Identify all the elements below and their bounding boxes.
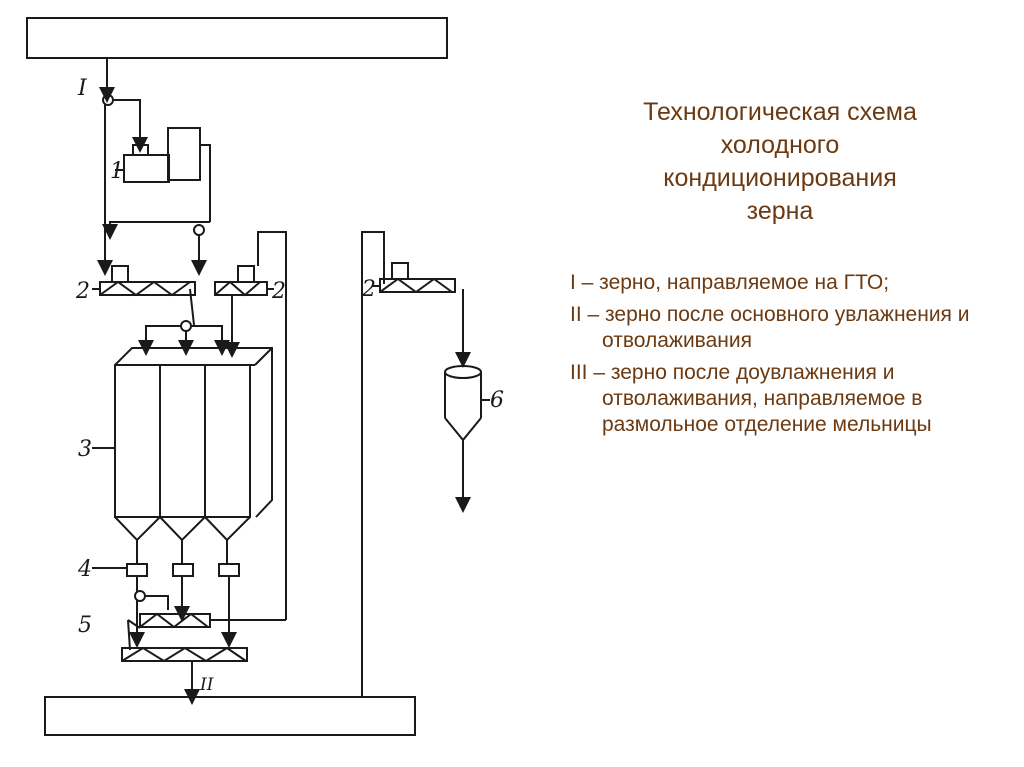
legend-item-III: III – зерно после доувлажнения и отволаж…: [570, 361, 932, 436]
label-3: 3: [78, 437, 92, 462]
label-I: I: [77, 76, 88, 101]
legend: I – зерно, направляемое на ГТО; II – зер…: [570, 270, 990, 444]
valve-top: [102, 94, 114, 106]
label-II: II: [199, 675, 214, 695]
label-2-mid: 2: [271, 279, 286, 304]
label-2-left: 2: [75, 279, 90, 304]
label-5: 5: [78, 613, 92, 638]
title-line-3: кондиционирования: [663, 164, 897, 192]
lower-floor: [44, 696, 416, 736]
upper-floor: [26, 17, 448, 59]
title-line-4: зерна: [746, 197, 814, 225]
label-6: 6: [490, 388, 504, 413]
silos-3: [114, 347, 273, 542]
vessel-6: [444, 365, 482, 442]
feeder-4b: [172, 563, 194, 577]
title-line-2: холодного: [720, 131, 840, 159]
label-1: 1: [110, 159, 124, 184]
feeder-4a: [126, 563, 148, 577]
legend-item-II: II – зерно после основного увлажнения и …: [570, 303, 970, 352]
title-line-1: Технологическая схема: [643, 98, 917, 126]
legend-item-I: I – зерно, направляемое на ГТО;: [570, 271, 890, 294]
feeder-4c: [218, 563, 240, 577]
slide-title: Технологическая схема холодного кондицио…: [560, 96, 1000, 228]
label-4: 4: [77, 557, 92, 582]
label-2-right: 2: [361, 277, 376, 302]
machine-1: [123, 154, 170, 183]
